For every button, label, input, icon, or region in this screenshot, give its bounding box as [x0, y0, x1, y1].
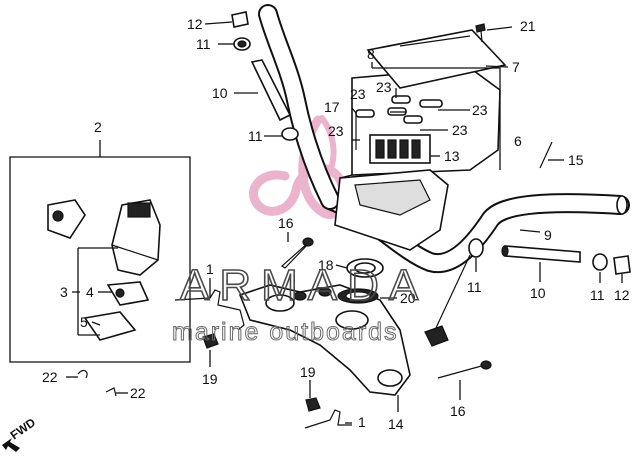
label-11-upper: 11	[196, 36, 211, 52]
bolt-12-upper	[231, 11, 249, 28]
indicator-bulbs	[355, 95, 443, 124]
washer-20	[337, 288, 379, 304]
handlebar-left-grip	[258, 4, 340, 210]
top-bridge	[238, 284, 411, 396]
label-23-right-lower: 23	[452, 122, 468, 138]
label-7: 7	[512, 59, 520, 75]
label-4: 4	[86, 284, 94, 300]
label-14: 14	[388, 416, 404, 432]
label-6: 6	[514, 133, 522, 149]
label-11-right: 11	[590, 287, 605, 303]
bolt-16-upper	[281, 237, 314, 269]
label-22-left: 22	[42, 369, 58, 385]
collar-11-right	[592, 253, 608, 271]
clip-22-right	[105, 387, 117, 397]
label-2: 2	[94, 119, 102, 135]
label-3: 3	[60, 284, 68, 300]
label-10-upper: 10	[212, 85, 228, 101]
nut-19-lower	[305, 397, 321, 412]
label-21: 21	[520, 18, 536, 34]
bracket-1-upper	[174, 289, 245, 331]
bracket-1-lower	[304, 409, 352, 429]
nut-19-upper	[202, 333, 219, 349]
collar-11-upper	[233, 37, 251, 51]
label-15: 15	[568, 152, 584, 168]
label-16-lower: 16	[450, 403, 466, 419]
bolt-16-lower	[437, 360, 492, 379]
watermark-tagline: marine outboards	[172, 318, 399, 346]
switch-housing-parts	[47, 199, 161, 341]
washer-18	[346, 258, 384, 278]
collar-11-lower	[468, 238, 484, 258]
label-23-left: 23	[328, 123, 344, 139]
bolt-12-right	[613, 255, 631, 275]
wire-connector	[424, 254, 471, 347]
label-8: 8	[367, 46, 375, 62]
clip-22-left	[77, 369, 88, 379]
label-13: 13	[444, 148, 460, 164]
label-23-right-upper: 23	[472, 102, 488, 118]
grip-10-right	[501, 245, 581, 263]
label-22-right: 22	[130, 385, 146, 401]
label-12-upper: 12	[187, 16, 203, 32]
svg-text:FWD: FWD	[8, 415, 39, 442]
label-20: 20	[400, 290, 416, 306]
label-23-mid: 23	[350, 86, 366, 102]
fwd-arrow-icon: FWD	[2, 415, 38, 452]
label-12-right: 12	[614, 287, 630, 303]
label-17: 17	[324, 99, 340, 115]
label-1-lower: 1	[358, 414, 366, 430]
label-5: 5	[80, 314, 88, 330]
watermark-brand: ARMADA	[180, 261, 428, 310]
label-1-upper: 1	[206, 261, 214, 277]
label-19-lower: 19	[300, 364, 316, 380]
label-18: 18	[318, 257, 334, 273]
label-11-middle: 11	[248, 128, 263, 144]
label-19-upper: 19	[202, 371, 218, 387]
label-23-top: 23	[376, 79, 392, 95]
grip-10-upper	[250, 59, 292, 122]
leader-lines	[66, 21, 623, 424]
label-9: 9	[544, 227, 552, 243]
label-11-lower: 11	[467, 279, 482, 295]
group-bracket-6	[372, 67, 501, 170]
group-bracket-2	[9, 156, 191, 363]
meter-assembly	[334, 67, 501, 251]
screw-21	[475, 23, 486, 43]
label-16-upper: 16	[278, 215, 294, 231]
cable-15	[539, 141, 553, 169]
meter-top-cover	[366, 29, 507, 89]
collar-11-middle	[281, 127, 299, 141]
label-10-right: 10	[530, 285, 546, 301]
